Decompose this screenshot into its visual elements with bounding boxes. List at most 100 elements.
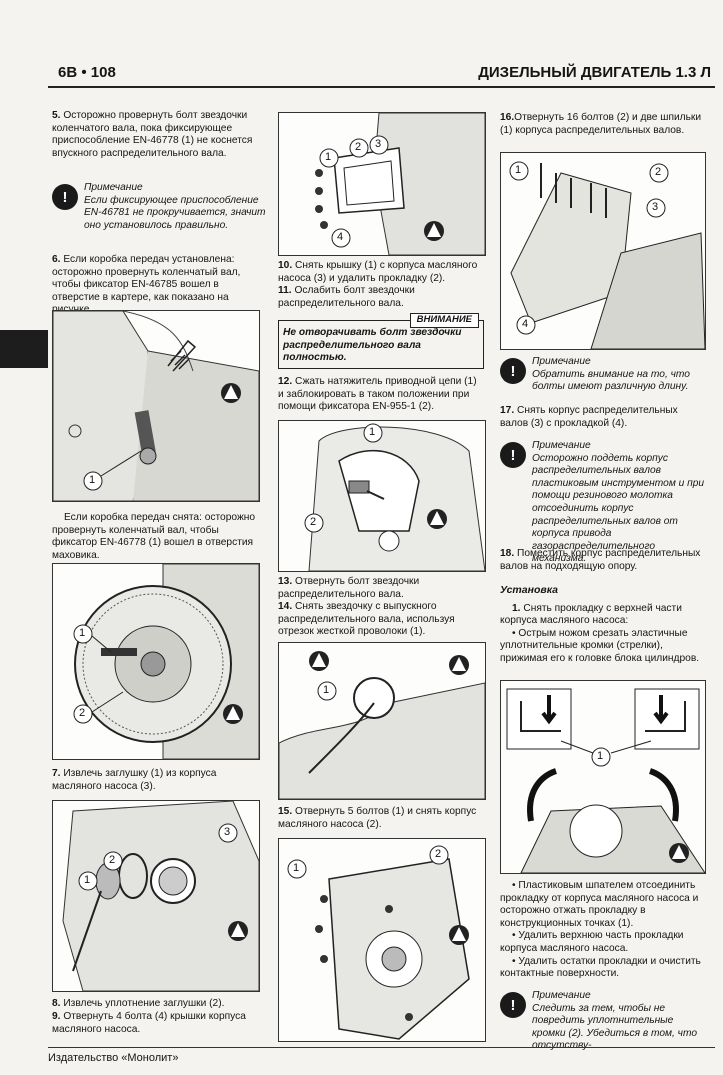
step-text: Извлечь уплотнение заглушки (2).: [63, 998, 225, 1009]
figure-oil-pump-cover-removal: 1 2 3 4: [278, 112, 486, 256]
step-number: 8.: [52, 998, 61, 1009]
bullet-text: Острым ножом срезать эластичные уплотнит…: [500, 627, 700, 664]
callout-label: 4: [522, 318, 529, 330]
gearbox-removed-paragraph: Если коробка передач снята: осторожно пр…: [52, 512, 266, 562]
step-5: 5. Осторожно провернуть болт звездочки к…: [52, 110, 266, 160]
step-text: Снять крышку (1) с корпуса масляного нас…: [278, 260, 478, 284]
warning-text: Не отворачивать болт звездочки распредел…: [283, 327, 462, 364]
pump-housing-illustration: [287, 845, 470, 1040]
bullet-text: Пластиковым шпателем отсоединить проклад…: [500, 880, 699, 929]
step-7: 7. Извлечь заглушку (1) из корпуса масля…: [52, 768, 266, 793]
sprocket-illustration: [279, 651, 485, 799]
callout-label: 3: [224, 826, 231, 838]
figure-sprocket-removal: 1: [278, 642, 486, 800]
step-15: 15. Отвернуть 5 болтов (1) и снять корпу…: [278, 806, 484, 831]
step-number: 7.: [52, 768, 61, 779]
callout-label: 1: [323, 684, 330, 696]
callout-label: 1: [515, 164, 522, 176]
callout-label: 1: [293, 862, 300, 874]
step-text: Снять корпус распределительных валов (3)…: [500, 405, 678, 429]
step-8: 8. Извлечь уплотнение заглушки (2).: [52, 998, 266, 1011]
step-text: Если коробка передач установлена: осторо…: [52, 254, 241, 315]
installation-section: Установка 1. Снять прокладку с верхней ч…: [500, 584, 708, 666]
note-title: Примечание: [532, 990, 591, 1001]
footer-divider: [48, 1047, 715, 1048]
callout-label: 2: [435, 848, 442, 860]
note-title: Примечание: [84, 182, 143, 193]
step-text: Извлечь заглушку (1) из корпуса масляног…: [52, 768, 217, 792]
step-number: 15.: [278, 806, 293, 817]
figure-crank-lock-installed: 1: [52, 310, 260, 502]
step-text: Отвернуть 16 болтов (2) и две шпильки (1…: [500, 112, 702, 136]
note-text: Если фиксирующее приспособление EN-46781…: [84, 194, 266, 231]
gasket-illustration: [506, 688, 705, 873]
step-number: 6.: [52, 254, 61, 265]
step-6: 6. Если коробка передач установлена: ост…: [52, 254, 266, 317]
callout-label: 1: [89, 474, 96, 486]
lightbulb-icon: !: [500, 358, 526, 384]
pump-cover-illustration: [315, 113, 485, 255]
step-text: Снять прокладку с верхней части корпуса …: [500, 602, 682, 627]
step-text: Поместить корпус распределительных валов…: [500, 548, 701, 572]
figure-oil-pump-housing: 1 2: [278, 838, 486, 1042]
step-number: 5.: [52, 110, 61, 121]
warning-label: ВНИМАНИЕ: [409, 313, 479, 328]
figure-flywheel-lock: 1 2: [52, 563, 260, 760]
step-12: 12. Сжать натяжитель приводной цепи (1) …: [278, 376, 484, 414]
step-number: 14.: [278, 601, 293, 613]
step-16: 16.Отвернуть 16 болтов (2) и две шпильки…: [500, 112, 708, 137]
callout-label: 1: [325, 151, 332, 163]
callout-label: 4: [337, 231, 344, 243]
camshaft-housing-illustration: [509, 161, 705, 349]
paragraph-text: Если коробка передач снята: осторожно пр…: [52, 512, 256, 561]
callout-label: 2: [79, 707, 86, 719]
chapter-title: ДИЗЕЛЬНЫЙ ДВИГАТЕЛЬ 1.3 Л: [478, 64, 711, 81]
lightbulb-icon: !: [500, 442, 526, 468]
callout-label: 1: [369, 426, 376, 438]
step-number: 10.: [278, 260, 293, 271]
callout-label: 1: [79, 627, 86, 639]
callout-label: 2: [655, 166, 662, 178]
bullet-text: Удалить остатки прокладки и очистить кон…: [500, 955, 701, 980]
figure-oil-pump-plug: 1 2 3: [52, 800, 260, 992]
note-text: Обратить внимание на то, что болты имеют…: [532, 368, 690, 393]
callout-label: 1: [597, 750, 604, 762]
tensioner-illustration: [304, 423, 485, 571]
step-text: Сжать натяжитель приводной цепи (1) и за…: [278, 376, 477, 413]
engine-block-illustration: [53, 311, 259, 501]
step-number: 11.: [278, 285, 292, 297]
header-divider: [48, 86, 715, 88]
callout-label: 2: [310, 516, 317, 528]
warning-box: ВНИМАНИЕ Не отворачивать болт звездочки …: [278, 313, 484, 369]
callout-label: 2: [109, 854, 116, 866]
page-number: 6В • 108: [58, 64, 116, 81]
publisher-footer: Издательство «Монолит»: [48, 1052, 179, 1064]
step-number: 18.: [500, 548, 515, 559]
section-heading: Установка: [500, 584, 558, 596]
note-text: Следить за тем, чтобы не повредить уплот…: [532, 1002, 697, 1052]
flywheel-illustration: [73, 564, 259, 759]
note-text: Осторожно поддеть корпус распределительн…: [532, 452, 705, 565]
step-number: 17.: [500, 405, 515, 416]
section-tab: [0, 330, 48, 368]
note-title: Примечание: [532, 356, 591, 367]
step-number: 9.: [52, 1011, 61, 1022]
step-number: 1.: [512, 602, 521, 614]
steps-13-14: 13. Отвернуть болт звездочки распределит…: [278, 576, 484, 639]
step-text: Ослабить болт звездочки распределительно…: [278, 285, 415, 309]
step-text: Отвернуть 4 болта (4) крышки корпуса мас…: [52, 1011, 246, 1035]
steps-10-11: 10. Снять крышку (1) с корпуса масляного…: [278, 260, 484, 310]
step-number: 16.: [500, 112, 515, 123]
lightbulb-icon: !: [52, 184, 78, 210]
bullet-text: Удалить верхнюю часть прокладки корпуса …: [500, 930, 684, 954]
step-number: 12.: [278, 376, 293, 387]
step-text: Отвернуть 5 болтов (1) и снять корпус ма…: [278, 806, 477, 830]
figure-gasket-removal: 1: [500, 680, 706, 874]
figure-chain-tensioner: 1 2: [278, 420, 486, 572]
step-text: Отвернуть болт звездочки распределительн…: [278, 576, 420, 600]
callout-label: 2: [355, 141, 362, 153]
note-title: Примечание: [532, 440, 591, 451]
installation-bullets: • Пластиковым шпателем отсоединить прокл…: [500, 880, 701, 980]
